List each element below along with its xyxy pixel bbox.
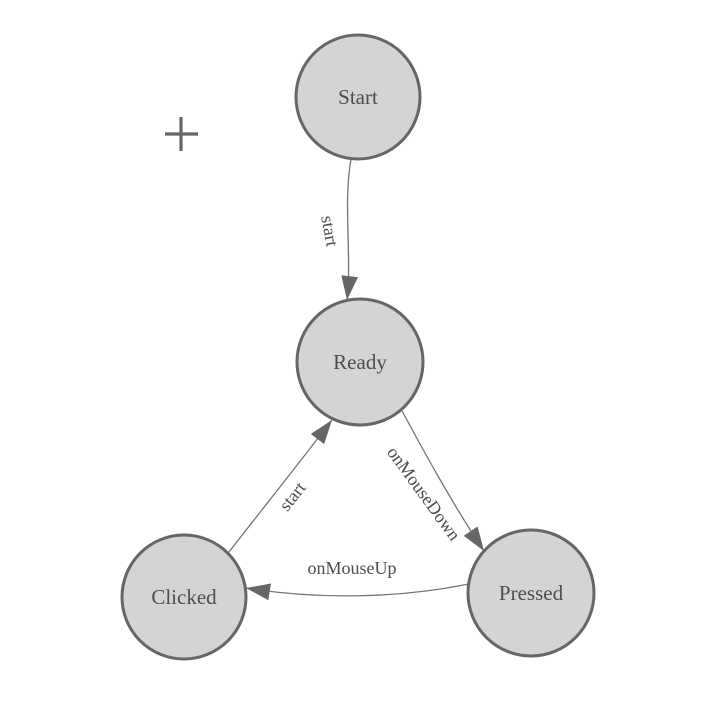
transition-ready-to-pressed[interactable]: onMouseDown [383,408,485,552]
transition-label: onMouseDown [383,443,464,545]
state-circle[interactable] [120,533,248,661]
state-node-clicked[interactable]: Clicked [120,533,248,661]
transition-label: start [275,478,310,515]
transition-pressed-to-clicked[interactable]: onMouseUp [245,558,470,601]
transition-path[interactable] [228,419,333,553]
state-node-start[interactable]: Start [294,33,422,161]
state-node-ready[interactable]: Ready [295,297,425,427]
transition-start-to-ready[interactable]: start [317,158,358,301]
transition-label: start [317,214,342,248]
transition-label: onMouseUp [308,558,397,578]
transition-path[interactable] [341,158,358,301]
state-circle[interactable] [466,528,596,658]
crosshair-cursor [165,117,198,151]
state-label: Clicked [151,585,217,609]
transition-path[interactable] [245,583,470,601]
transition-path[interactable] [400,408,485,552]
state-label: Ready [333,350,387,374]
state-circle[interactable] [295,297,425,427]
state-label: Start [338,85,378,109]
state-circle[interactable] [294,33,422,161]
state-label: Pressed [499,581,564,605]
state-node-pressed[interactable]: Pressed [466,528,596,658]
transition-clicked-to-ready[interactable]: start [228,419,333,553]
